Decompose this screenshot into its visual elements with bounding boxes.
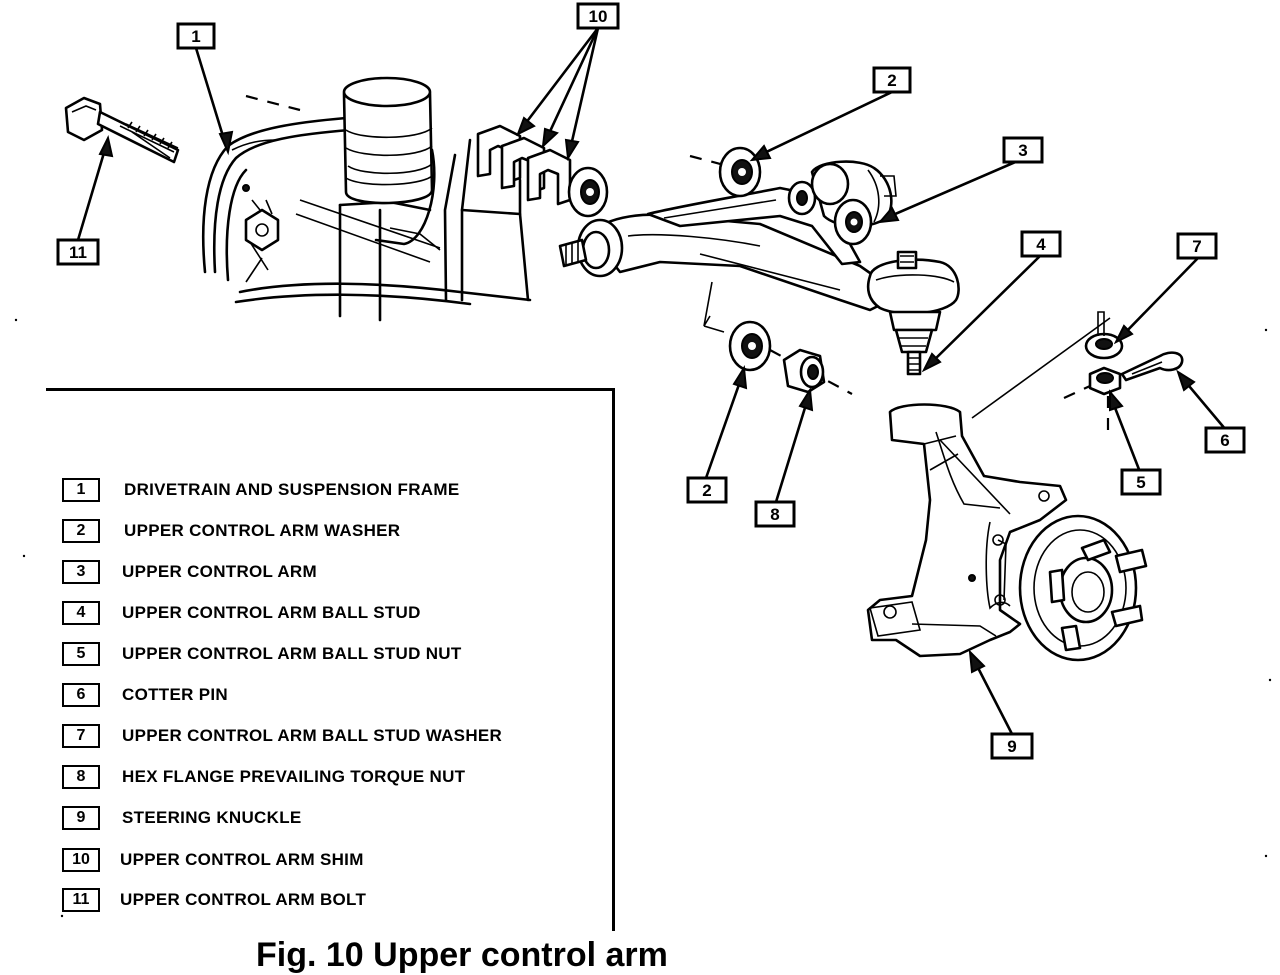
legend-row-6: 6 COTTER PIN bbox=[62, 680, 228, 710]
callout-6: 6 bbox=[1204, 426, 1246, 454]
drivetrain-and-suspension-frame bbox=[201, 76, 532, 322]
callout-9: 9 bbox=[990, 732, 1034, 760]
svg-text:2: 2 bbox=[702, 481, 711, 500]
upper-control-arm-shims bbox=[476, 124, 572, 206]
callout-10: 10 bbox=[576, 2, 620, 30]
svg-text:2: 2 bbox=[887, 71, 896, 90]
legend-label: UPPER CONTROL ARM WASHER bbox=[124, 521, 401, 540]
svg-text:9: 9 bbox=[1007, 737, 1016, 756]
legend-number: 11 bbox=[62, 888, 100, 912]
legend-number: 5 bbox=[62, 642, 100, 666]
callout-8: 8 bbox=[754, 500, 796, 528]
leader-lines bbox=[76, 26, 1228, 736]
hex-flange-prevailing-torque-nut bbox=[782, 348, 826, 394]
parts-legend: 1 DRIVETRAIN AND SUSPENSION FRAME 2 UPPE… bbox=[46, 388, 615, 931]
callout-1: 1 bbox=[176, 22, 216, 50]
ball-stud-nut bbox=[1063, 366, 1122, 440]
legend-label: HEX FLANGE PREVAILING TORQUE NUT bbox=[122, 767, 466, 786]
legend-row-3: 3 UPPER CONTROL ARM bbox=[62, 557, 317, 587]
svg-text:5: 5 bbox=[1136, 473, 1145, 492]
upper-control-arm bbox=[558, 160, 960, 376]
svg-text:1: 1 bbox=[191, 27, 200, 46]
legend-row-11: 11 UPPER CONTROL ARM BOLT bbox=[62, 885, 366, 915]
legend-row-7: 7 UPPER CONTROL ARM BALL STUD WASHER bbox=[62, 721, 502, 751]
legend-row-5: 5 UPPER CONTROL ARM BALL STUD NUT bbox=[62, 639, 462, 669]
svg-text:4: 4 bbox=[1036, 235, 1046, 254]
svg-text:8: 8 bbox=[770, 505, 779, 524]
legend-number: 3 bbox=[62, 560, 100, 584]
legend-number: 9 bbox=[62, 806, 100, 830]
callout-7: 7 bbox=[1176, 232, 1218, 260]
legend-label: COTTER PIN bbox=[122, 685, 228, 704]
scan-specks bbox=[14, 318, 1272, 918]
legend-number: 4 bbox=[62, 601, 100, 625]
legend-number: 7 bbox=[62, 724, 100, 748]
legend-number: 1 bbox=[62, 478, 100, 502]
legend-number: 8 bbox=[62, 765, 100, 789]
upper-control-arm-washer-top bbox=[718, 146, 762, 198]
svg-text:7: 7 bbox=[1192, 237, 1201, 256]
legend-label: UPPER CONTROL ARM BOLT bbox=[120, 890, 367, 909]
callout-2-bottom: 2 bbox=[686, 476, 728, 504]
svg-text:3: 3 bbox=[1018, 141, 1027, 160]
ball-stud-washer bbox=[1084, 311, 1124, 360]
svg-text:6: 6 bbox=[1220, 431, 1229, 450]
legend-number: 6 bbox=[62, 683, 100, 707]
legend-label: UPPER CONTROL ARM BALL STUD WASHER bbox=[122, 726, 503, 745]
upper-control-arm-washer-rear bbox=[567, 166, 609, 218]
legend-label: STEERING KNUCKLE bbox=[122, 808, 302, 827]
legend-label: UPPER CONTROL ARM BALL STUD bbox=[122, 603, 421, 622]
legend-label: UPPER CONTROL ARM BALL STUD NUT bbox=[122, 644, 462, 663]
callout-4: 4 bbox=[1020, 230, 1062, 258]
legend-row-10: 10 UPPER CONTROL ARM SHIM bbox=[62, 845, 364, 875]
legend-row-9: 9 STEERING KNUCKLE bbox=[62, 803, 302, 833]
callout-11: 11 bbox=[56, 238, 100, 266]
svg-text:11: 11 bbox=[69, 243, 87, 262]
legend-number: 2 bbox=[62, 519, 100, 543]
upper-control-arm-washer-bottom bbox=[728, 320, 772, 372]
svg-text:10: 10 bbox=[589, 7, 608, 26]
legend-row-8: 8 HEX FLANGE PREVAILING TORQUE NUT bbox=[62, 762, 465, 792]
callout-3: 3 bbox=[1002, 136, 1044, 164]
cotter-pin bbox=[1120, 351, 1184, 382]
legend-label: UPPER CONTROL ARM bbox=[122, 562, 317, 581]
legend-row-4: 4 UPPER CONTROL ARM BALL STUD bbox=[62, 598, 421, 628]
legend-label: UPPER CONTROL ARM SHIM bbox=[120, 850, 364, 869]
legend-number: 10 bbox=[62, 848, 100, 872]
steering-knuckle bbox=[866, 403, 1148, 662]
callout-5: 5 bbox=[1120, 468, 1162, 496]
legend-row-2: 2 UPPER CONTROL ARM WASHER bbox=[62, 516, 400, 546]
legend-label: DRIVETRAIN AND SUSPENSION FRAME bbox=[124, 480, 460, 499]
upper-control-arm-bolt bbox=[64, 96, 180, 164]
legend-row-1: 1 DRIVETRAIN AND SUSPENSION FRAME bbox=[62, 475, 459, 505]
callout-2-top: 2 bbox=[872, 66, 912, 94]
